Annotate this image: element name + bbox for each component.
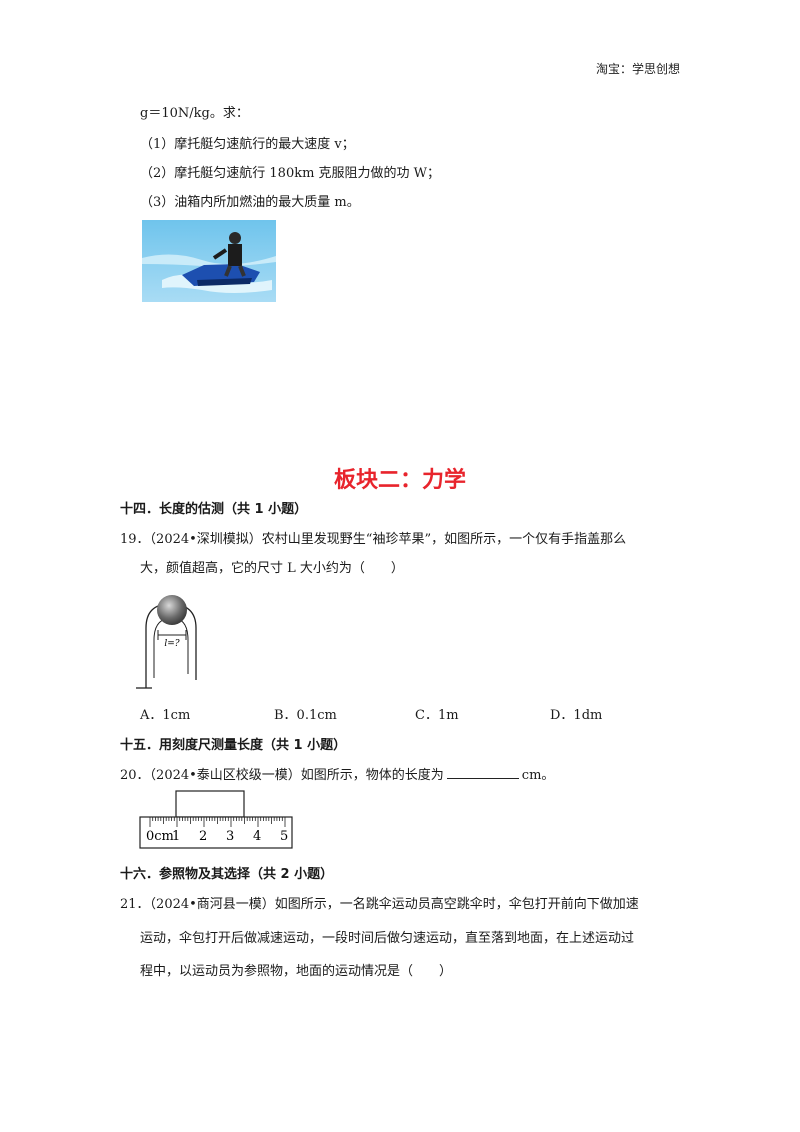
- q21-line-1: 21．（2024•商河县一模）如图所示，一名跳伞运动员高空跳伞时，伞包打开前向下…: [120, 897, 639, 912]
- q18-part-2: （2）摩托艇匀速航行 180km 克服阻力做的功 W；: [140, 166, 441, 181]
- ruler-label-4: 4: [253, 829, 261, 844]
- q18-part-1: （1）摩托艇匀速航行的最大速度 v；: [140, 137, 355, 152]
- jet-ski-photo: [142, 220, 276, 302]
- ruler-figure: 0cm 1 2 3 4 5: [139, 790, 293, 849]
- q21-line-3: 程中，以运动员为参照物，地面的运动情况是（ ）: [140, 964, 453, 979]
- topic-14-heading: 十四．长度的估测（共 1 小题）: [120, 502, 308, 517]
- q19-option-a: A．1cm: [140, 708, 191, 723]
- q18-part-3: （3）油箱内所加燃油的最大质量 m。: [140, 195, 360, 210]
- measured-object: [175, 790, 245, 818]
- q18-given: g＝10N/kg。求：: [140, 106, 249, 121]
- q19-option-c: C．1m: [415, 708, 459, 723]
- q19-line-1: 19．（2024•深圳模拟）农村山里发现野生“袖珍苹果”，如图所示，一个仅有手指…: [120, 532, 627, 547]
- q21-line-2: 运动，伞包打开后做减速运动，一段时间后做匀速运动，直至落到地面，在上述运动过: [140, 931, 635, 946]
- ruler-label-5: 5: [280, 829, 288, 844]
- ruler-label-3: 3: [226, 829, 234, 844]
- answer-blank: [446, 766, 519, 779]
- page-header: 淘宝：学思创想: [596, 62, 681, 76]
- finger-apple-figure: l=?: [136, 595, 197, 689]
- q19-line-2: 大，颜值超高，它的尺寸 L 大小约为（ ）: [140, 561, 404, 576]
- q20-prefix: 20．（2024•泰山区校级一模）如图所示，物体的长度为: [120, 768, 444, 783]
- q19-option-d: D．1dm: [550, 708, 603, 723]
- topic-16-heading: 十六．参照物及其选择（共 2 小题）: [120, 867, 334, 882]
- q20-question: 20．（2024•泰山区校级一模）如图所示，物体的长度为 cm。: [120, 764, 554, 783]
- ruler-label-1: 1: [172, 829, 180, 844]
- topic-15-heading: 十五．用刻度尺测量长度（共 1 小题）: [120, 738, 347, 753]
- section-title: 板块二：力学: [333, 468, 466, 493]
- figure-length-label: l=?: [164, 639, 179, 649]
- ruler-label-0: 0cm: [146, 829, 174, 844]
- ruler-label-2: 2: [199, 829, 207, 844]
- q20-suffix: cm。: [521, 768, 555, 783]
- q19-option-b: B．0.1cm: [274, 708, 337, 723]
